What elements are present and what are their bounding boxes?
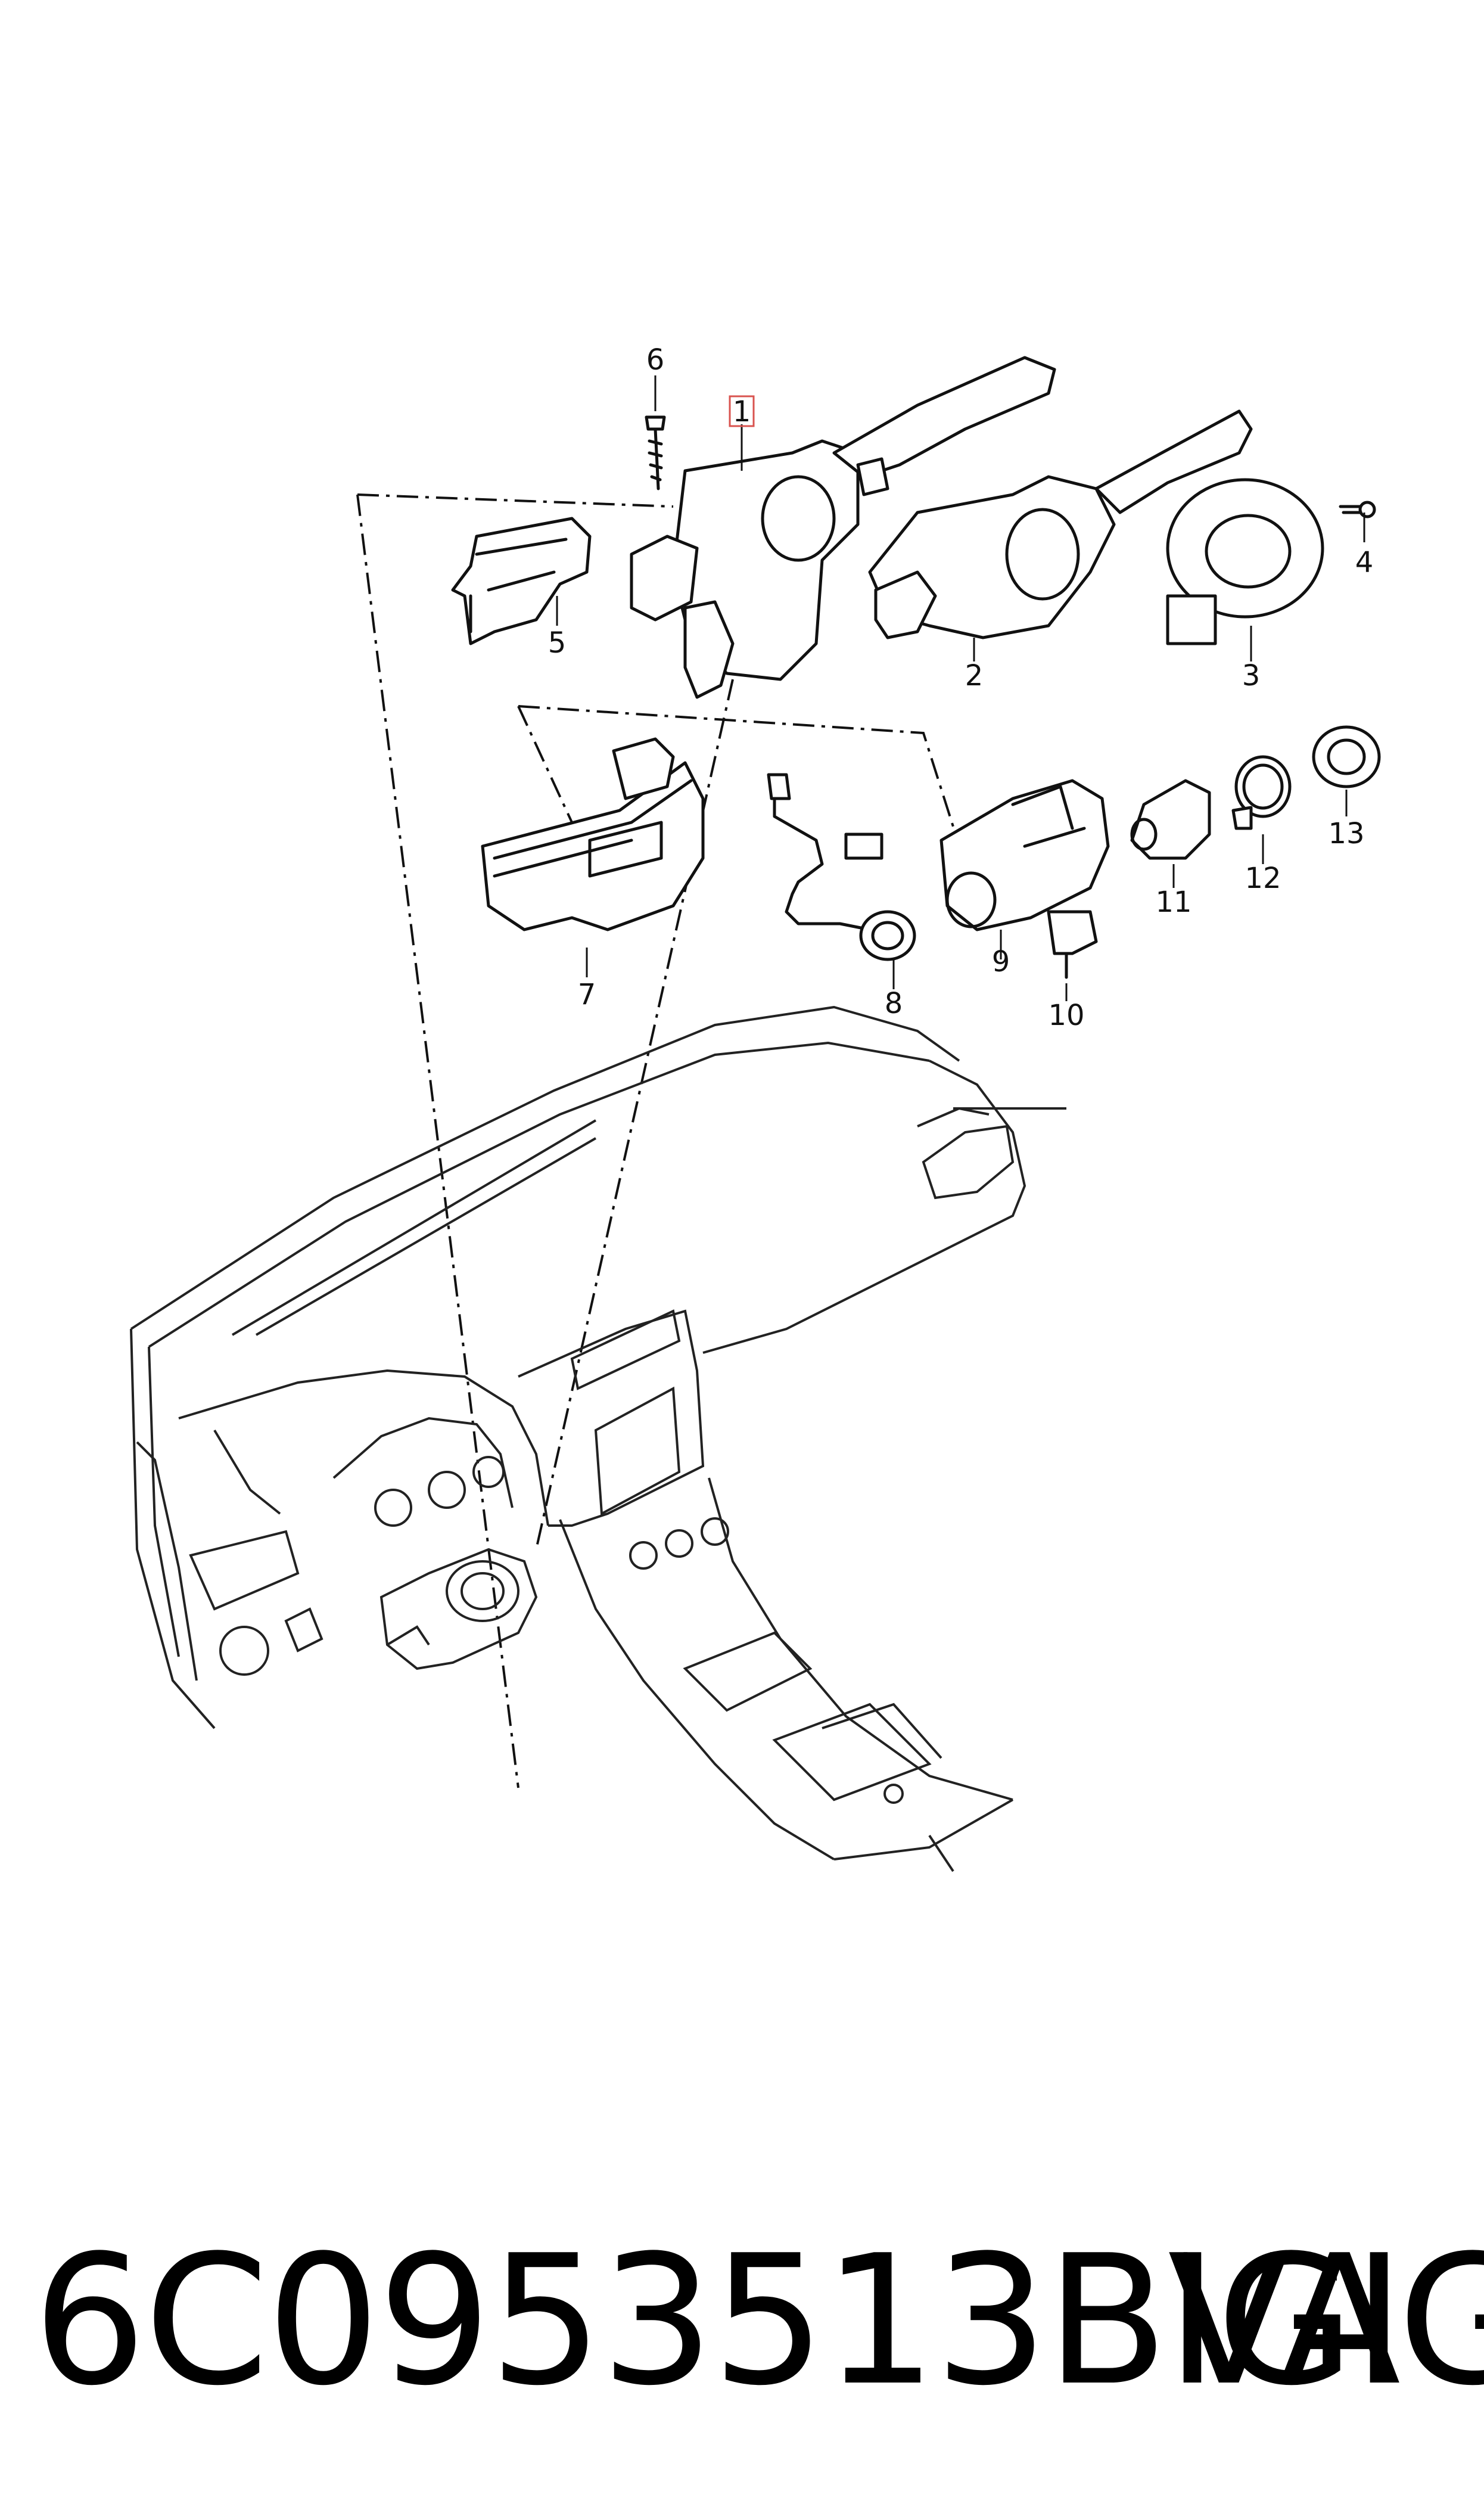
callout-3: 3 (1242, 659, 1261, 692)
part-10-switch (1047, 910, 1098, 1001)
part-13-transponder-ring (1312, 725, 1381, 816)
callout-7: 7 (578, 978, 596, 1011)
brand-label: VAG (1168, 2217, 1484, 2425)
callout-5: 5 (548, 626, 567, 660)
part-7-trim-housing (481, 737, 705, 977)
part-1-switch-module (630, 356, 1056, 699)
part-5-bracket (451, 517, 592, 645)
part-number-label: 6C0953513BIGI (33, 2217, 1405, 2425)
callout-1-highlight-box (729, 395, 755, 427)
callout-10: 10 (1048, 999, 1084, 1032)
part-6-screw (645, 375, 666, 490)
callout-12: 12 (1245, 862, 1281, 895)
callout-2: 2 (965, 659, 984, 692)
part-12-ring (1231, 755, 1292, 864)
part-9-lock-housing (939, 779, 1110, 959)
callout-13: 13 (1328, 817, 1364, 850)
exploded-parts-diagram: 1 2 3 4 5 6 7 8 9 10 11 12 13 (130, 343, 1381, 1872)
callout-labels: 1 2 3 4 5 6 7 8 9 10 11 12 13 (548, 343, 1374, 1032)
part-4-screw (1339, 501, 1376, 542)
part-3-clock-spring (1166, 478, 1324, 661)
callout-1: 1 (733, 395, 751, 428)
part-8-lock-cylinder (767, 773, 916, 989)
callout-6: 6 (646, 343, 665, 377)
callout-4: 4 (1355, 546, 1374, 579)
part-11-cylinder (1130, 779, 1211, 888)
callout-11: 11 (1155, 886, 1191, 919)
callout-8: 8 (885, 987, 903, 1020)
dashboard-illustration (130, 1005, 1066, 1872)
callout-9: 9 (992, 945, 1010, 979)
part-2-switch-module (868, 409, 1253, 661)
